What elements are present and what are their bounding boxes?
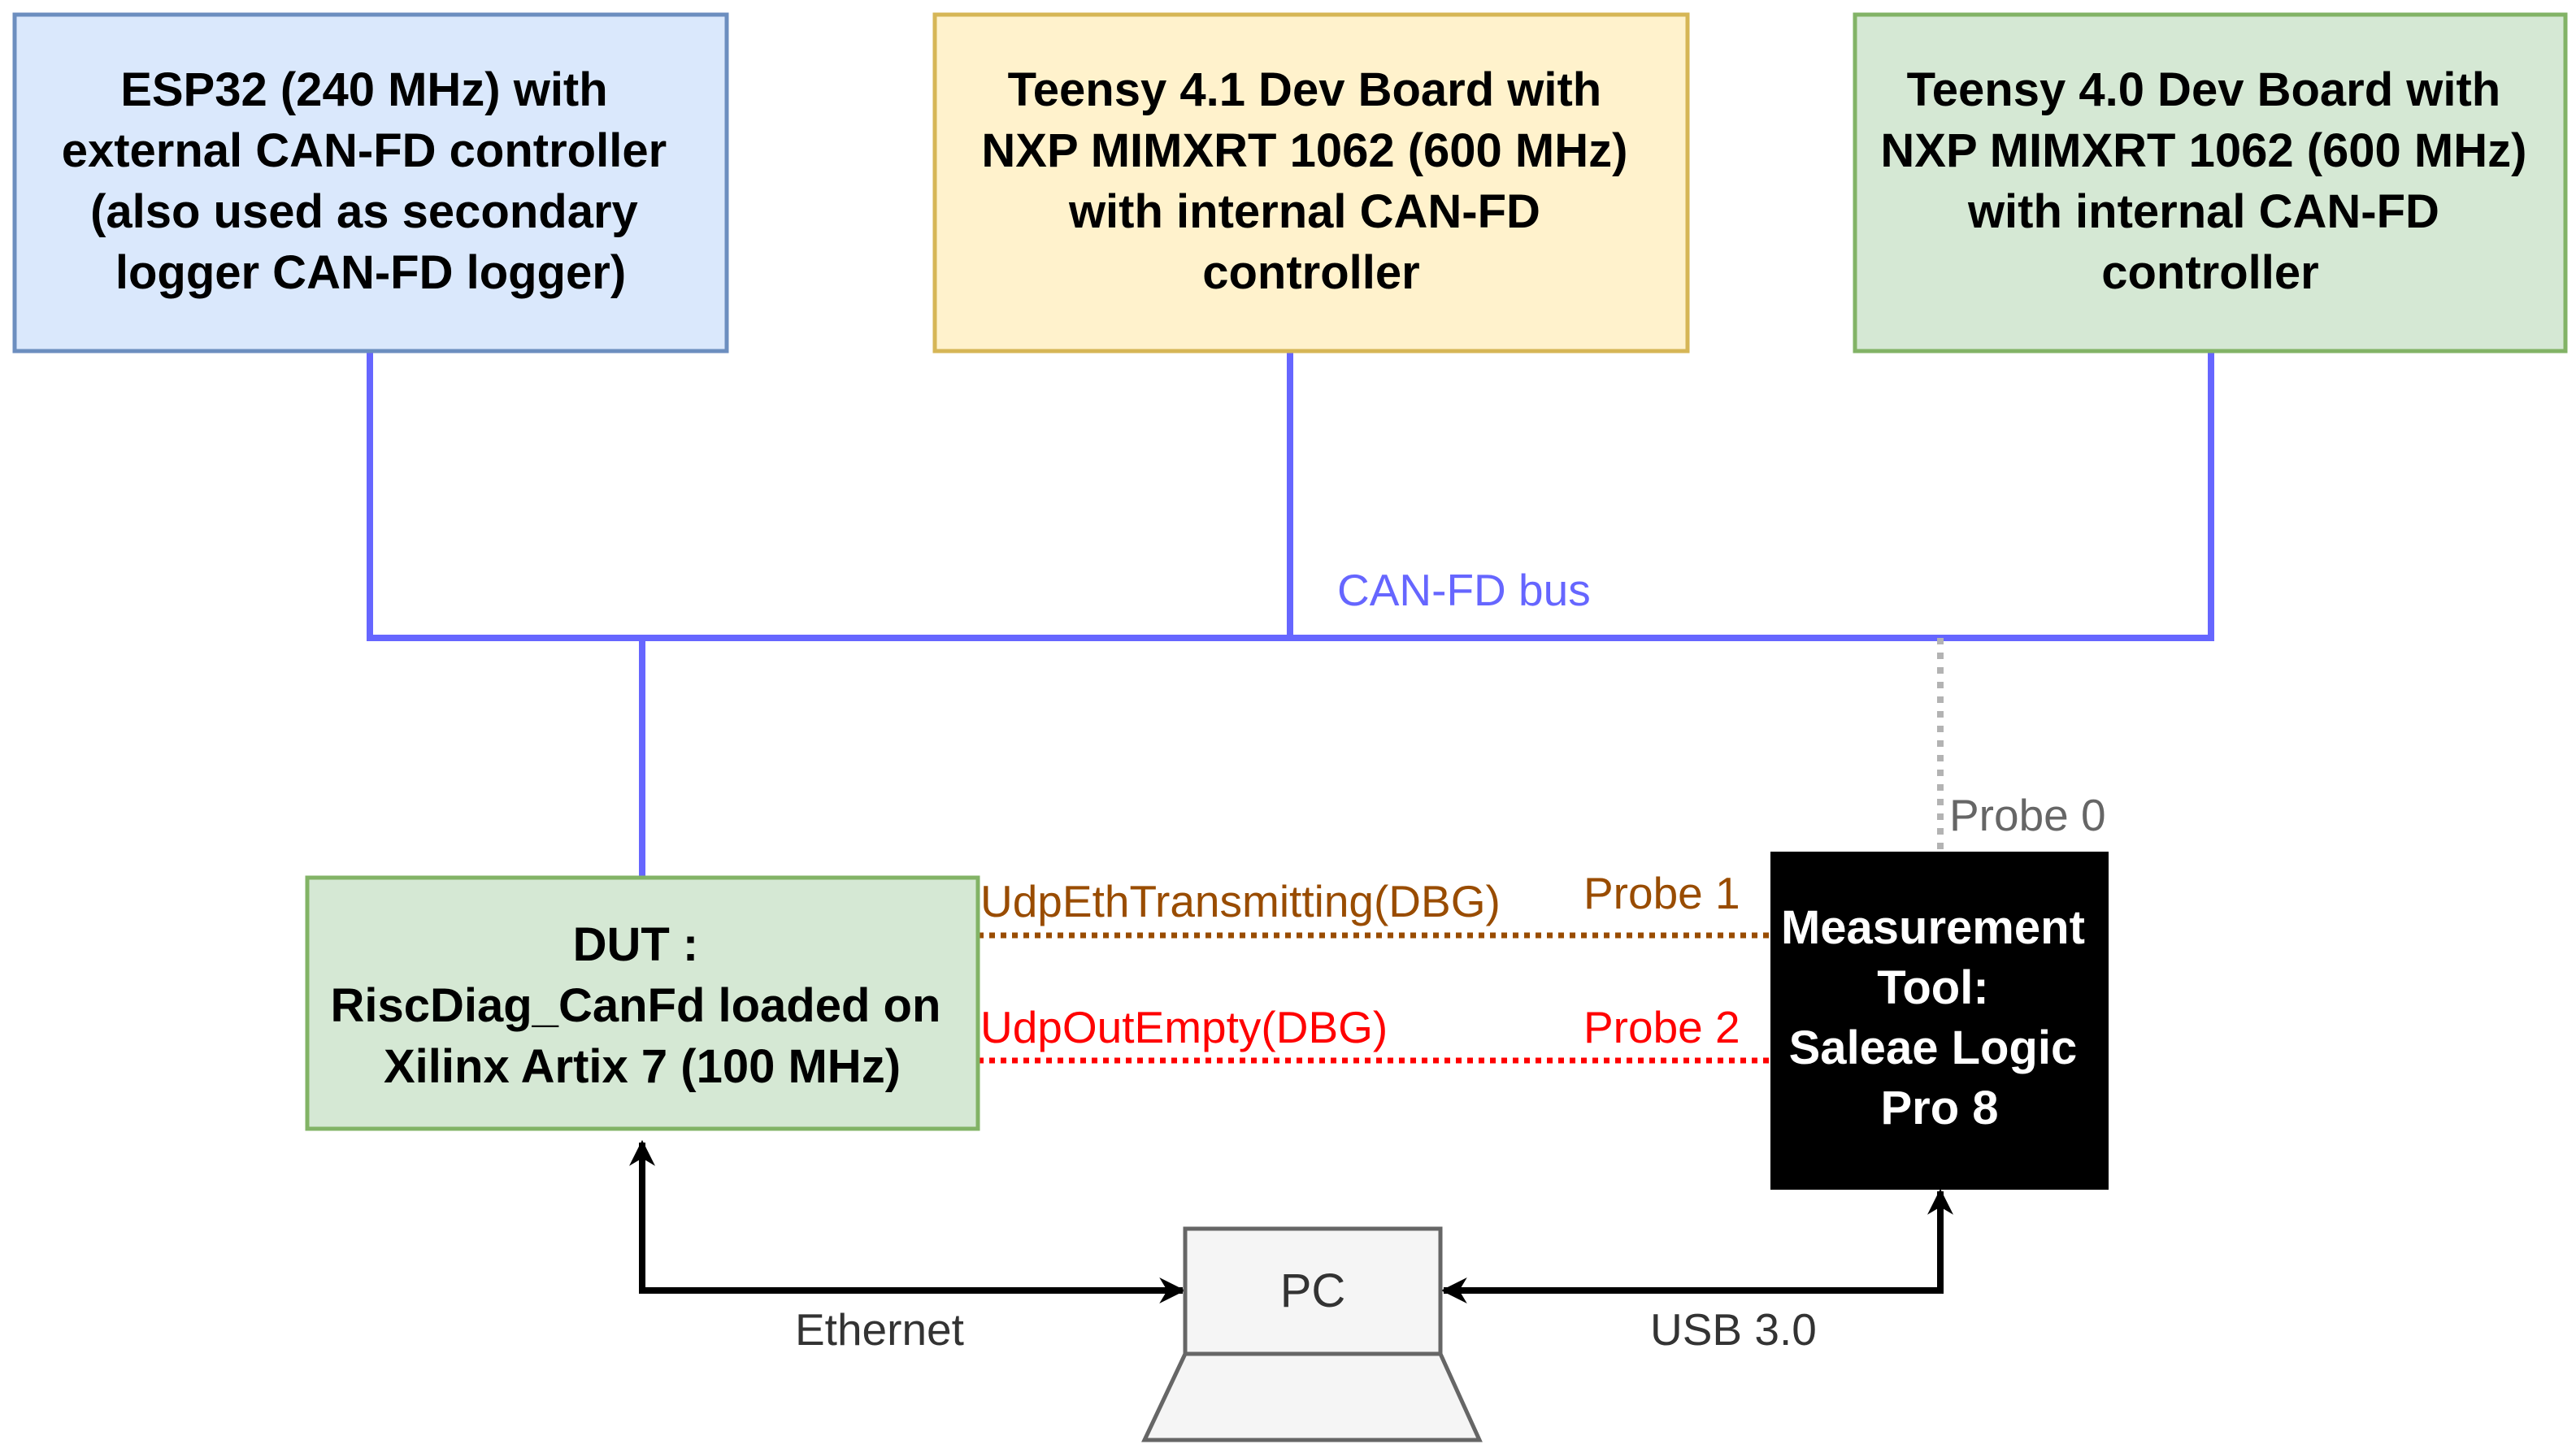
teensy40-box [1853,12,2568,353]
laptop-base [1141,1351,1483,1442]
probe0-label: Probe 0 [1949,790,2106,840]
esp32-box [12,12,729,353]
dut-text: DUT : RiscDiag_CanFd loaded on Xilinx Ar… [330,918,954,1093]
can-bus-line-teensy40 [1287,348,2214,641]
usb-link [1440,1188,1953,1303]
probe1-label: Probe 1 [1583,868,1740,918]
ethernet-link [629,1139,1186,1303]
can-fd-bus [367,348,2214,879]
measurement-tool-node: Measurement Tool: Saleae Logic Pro 8 [1770,852,2109,1190]
laptop-screen [1183,1226,1443,1356]
ethernet-label: Ethernet [795,1304,964,1355]
teensy41-node: Teensy 4.1 Dev Board with NXP MIMXRT 106… [932,12,1690,353]
teensy41-text: Teensy 4.1 Dev Board with NXP MIMXRT 106… [981,63,1640,299]
pc-label: PC [1280,1264,1346,1317]
teensy40-node: Teensy 4.0 Dev Board with NXP MIMXRT 106… [1853,12,2568,353]
esp32-text: ESP32 (240 MHz) with external CAN-FD con… [62,63,680,299]
pc-node: PC [1141,1226,1483,1442]
udp-eth-transmitting-label: UdpEthTransmitting(DBG) [980,876,1501,926]
teensy41-box [932,12,1690,353]
can-bus-line-esp32 [367,348,645,641]
measurement-tool-box [1770,852,2109,1190]
dut-node: DUT : RiscDiag_CanFd loaded on Xilinx Ar… [305,875,980,1131]
measurement-tool-text: Measurement Tool: Saleae Logic Pro 8 [1781,901,2098,1134]
esp32-node: ESP32 (240 MHz) with external CAN-FD con… [12,12,729,353]
dut-box [305,875,980,1131]
udp-out-empty-label: UdpOutEmpty(DBG) [980,1002,1388,1052]
usb-label: USB 3.0 [1650,1304,1817,1355]
teensy40-text: Teensy 4.0 Dev Board with NXP MIMXRT 106… [1880,63,2539,299]
probe2-label: Probe 2 [1583,1002,1740,1052]
can-bus-label: CAN-FD bus [1337,565,1591,615]
